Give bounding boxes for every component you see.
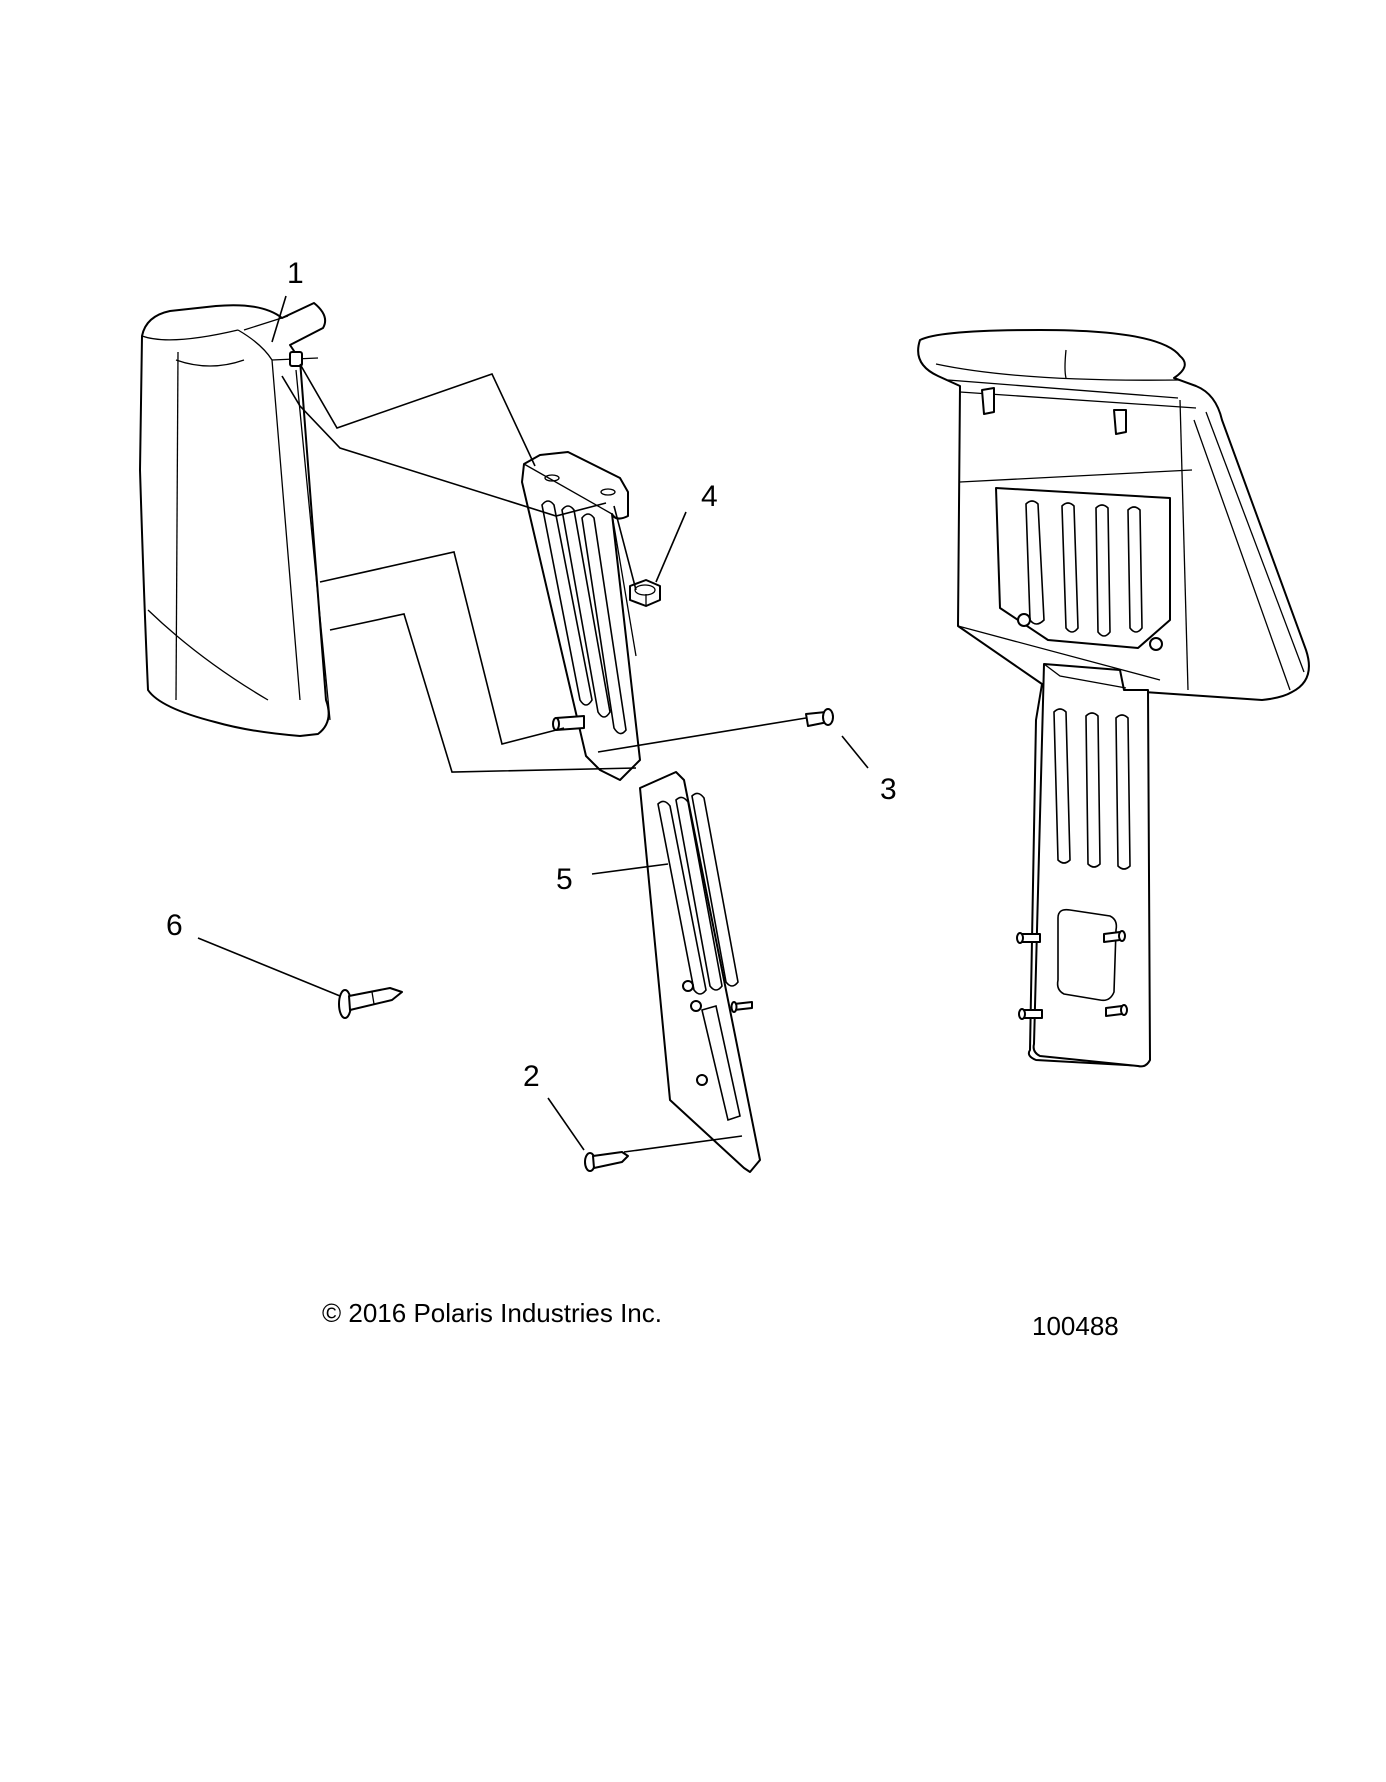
- drawing-number: 100488: [1032, 1311, 1119, 1341]
- pin-screw-part-3: [805, 708, 834, 727]
- callout-2: 2: [523, 1060, 540, 1093]
- center-upper-bracket: [521, 451, 641, 781]
- push-rivet-part-2: [584, 1151, 629, 1172]
- callout-4: 4: [701, 480, 718, 513]
- assembled-headrest-view: [917, 329, 1310, 1068]
- flange-nut-part: [629, 579, 661, 607]
- callout-6: 6: [166, 909, 183, 942]
- copyright-notice: © 2016 Polaris Industries Inc.: [322, 1298, 662, 1328]
- push-rivet-part-6: [338, 987, 403, 1019]
- slotted-strap-part: [639, 771, 761, 1173]
- assembly-leader-lines: [197, 295, 869, 1153]
- headrest-cushion-part: [139, 302, 331, 737]
- callout-1: 1: [287, 257, 304, 290]
- callout-3: 3: [880, 773, 897, 806]
- callout-5: 5: [556, 863, 573, 896]
